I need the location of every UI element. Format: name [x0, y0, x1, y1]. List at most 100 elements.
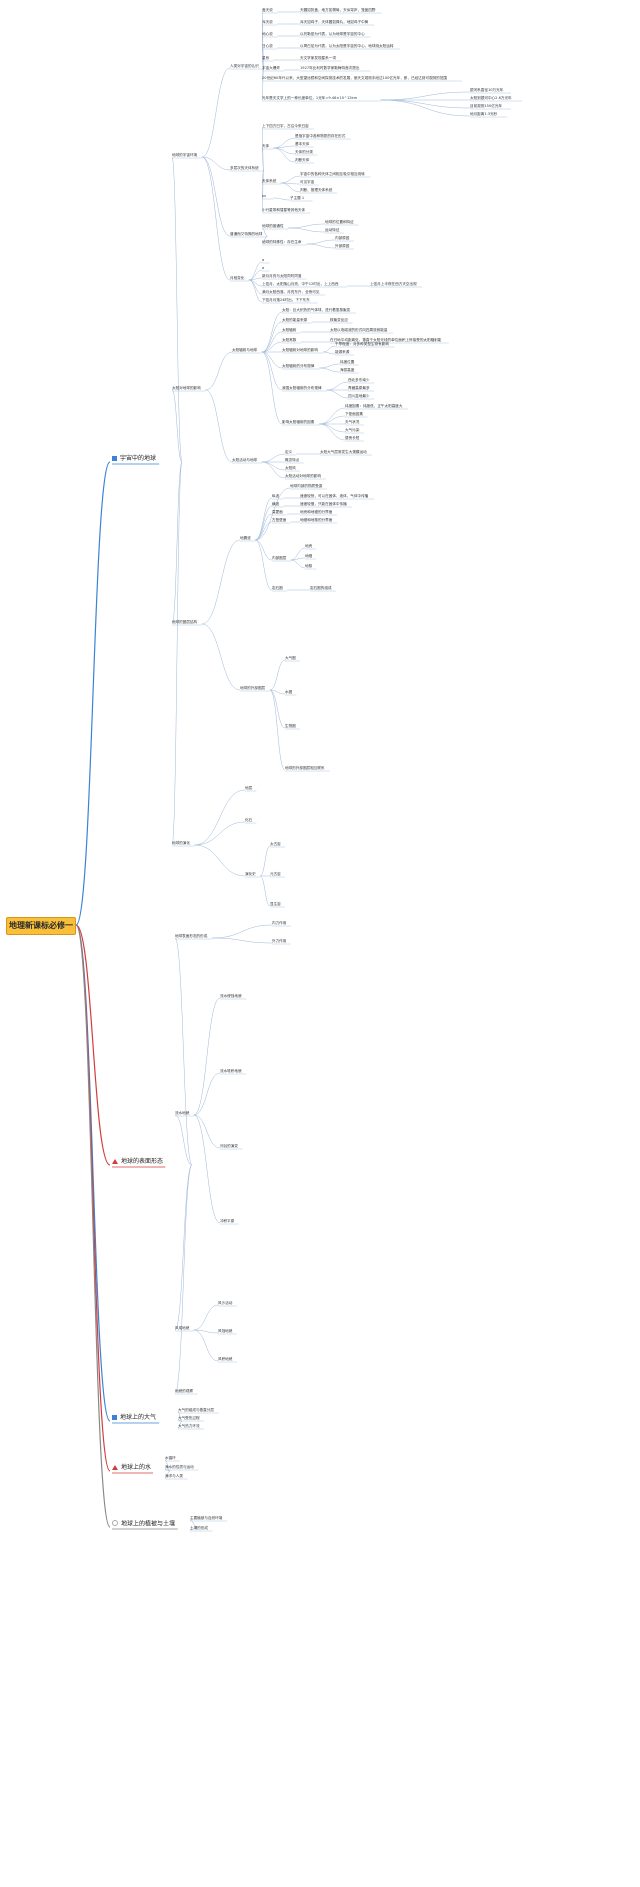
branch-4[interactable]: 地球上的水	[112, 1464, 151, 1472]
node-c1[interactable]: 大气的组成与垂直分层	[178, 1408, 214, 1412]
node-a3-1[interactable]: 地震波	[240, 536, 251, 540]
node-a2-1-3[interactable]: 太阳辐射	[282, 328, 297, 332]
node-a3-8a[interactable]: 大气圈	[285, 656, 296, 660]
branch-2[interactable]: 地球的表面形态	[112, 1158, 163, 1166]
node-a3-8[interactable]: 地球的外部圈层	[240, 686, 266, 690]
node-a1-1-3[interactable]: 地心说	[262, 32, 273, 36]
node-a4-3a[interactable]: 太古宙	[270, 842, 281, 846]
node-b2-2[interactable]: 流水堆积地貌	[220, 1069, 242, 1073]
node-a3-1a[interactable]: 地球内部的物质受激	[290, 484, 323, 488]
node-c2[interactable]: 大气受热过程	[178, 1416, 200, 1420]
node-a2-1-6a[interactable]: 纬度位置	[340, 360, 355, 364]
node-a1-1-3a[interactable]: 以托勒密为代表，认为地球是宇宙的中心	[300, 32, 365, 36]
node-a1-1-2a[interactable]: 浑天如鸡子，天体圆如弹丸，地如鸡子中黄	[300, 20, 369, 24]
node-a1-1-5a[interactable]: 天文学家发现星系一词	[300, 56, 336, 60]
node-a3-2[interactable]: 纵波	[272, 494, 280, 498]
node-b2-3[interactable]: 河谷的演变	[220, 1144, 238, 1148]
node-a1-2-2c[interactable]: 天体的分类	[295, 150, 313, 154]
node-a2-1-4[interactable]: 太阳常数	[282, 338, 297, 342]
node-a2[interactable]: 太阳对地球的影响	[172, 386, 201, 390]
branch-5[interactable]: 地球上的植被与土壤	[112, 1520, 175, 1529]
node-a2-2-2[interactable]: 概念特点	[285, 458, 300, 462]
node-a2-1-6[interactable]: 太阳辐射的分布规律	[282, 364, 315, 368]
node-a2-1-6b[interactable]: 海拔高度	[340, 368, 355, 372]
node-a1-4-1[interactable]: a	[262, 258, 265, 262]
node-a1-4-6[interactable]: 下弦月月落24时出，下下东东	[262, 298, 310, 302]
node-b4[interactable]: 地貌的观察	[175, 1389, 193, 1393]
node-a2-1-8[interactable]: 影响太阳辐射的因素	[282, 420, 315, 424]
node-a1-2-2a[interactable]: 是指宇宙中各种物质的存在形式	[295, 134, 346, 138]
node-a2-1-8a[interactable]: 纬度因素：纬度低，正午太阳高度大	[345, 404, 403, 408]
node-a1-1-5[interactable]: 星系	[262, 56, 270, 60]
node-a2-2-1[interactable]: 定义	[285, 450, 293, 454]
node-a4-3b[interactable]: 元古宙	[270, 872, 281, 876]
node-a1-1-8b[interactable]: 太阳到银河中心2.6万光年	[470, 96, 512, 100]
node-a2-1-7b[interactable]: 青藏高原最多	[348, 386, 370, 390]
node-a1-4-3[interactable]: 新月月亮与太阳同时同落	[262, 274, 302, 278]
node-c3[interactable]: 大气热力环流	[178, 1424, 200, 1428]
node-a1-2-4a[interactable]: 子主题 1	[290, 196, 305, 200]
node-a2-1-2[interactable]: 太阳的能量来源	[282, 318, 308, 322]
node-a1-1[interactable]: 人类对宇宙的认识	[230, 64, 259, 68]
node-b3-3[interactable]: 风积地貌	[218, 1357, 233, 1361]
node-a1-3-1b[interactable]: 运动特征	[325, 228, 340, 232]
node-d3[interactable]: 海洋与人类	[165, 1474, 183, 1478]
node-a3-7[interactable]: 岩石圈	[272, 586, 283, 590]
node-a3-6c[interactable]: 地核	[305, 564, 313, 568]
node-a4-2[interactable]: 化石	[245, 818, 253, 822]
node-b1[interactable]: 地球表面形态的形成	[175, 934, 208, 938]
node-a1-1-2[interactable]: 浑天说	[262, 20, 273, 24]
node-a1-1-4[interactable]: 日心说	[262, 44, 273, 48]
node-a2-2-4[interactable]: 太阳活动对地球的影响	[285, 474, 321, 478]
node-b3-1[interactable]: 风沙活动	[218, 1301, 233, 1305]
branch-3[interactable]: 地球上的大气	[112, 1414, 156, 1422]
node-a1-1-6[interactable]: 宇宙大爆炸	[262, 66, 280, 70]
node-a1-4-2[interactable]: a	[262, 266, 265, 270]
node-a1-1-1[interactable]: 盖天说	[262, 8, 273, 12]
node-a3-3a[interactable]: 速度较慢，只能在固体中传播	[300, 502, 347, 506]
node-a3-2a[interactable]: 速度较快，可以在固体、液体、气体中传播	[300, 494, 369, 498]
node-a1-2-3b[interactable]: 可见宇宙	[300, 180, 315, 184]
node-b1-2[interactable]: 外力作用	[272, 939, 287, 943]
node-a1-2-3a[interactable]: 宇宙中的各种天体之间相互吸引相互绕转	[300, 172, 365, 176]
node-a2-2-1a[interactable]: 太阳大气层常发生大规模运动	[320, 450, 367, 454]
node-a2-1-7[interactable]: 我国太阳辐射的分布规律	[282, 386, 322, 390]
node-a2-1[interactable]: 太阳辐射与地球	[232, 348, 258, 352]
node-a3-8b[interactable]: 水圈	[285, 690, 293, 694]
node-b2-4[interactable]: 冲积平原	[220, 1219, 235, 1223]
node-a2-1-8e[interactable]: 昼夜长短	[345, 436, 360, 440]
node-a1-1-4a[interactable]: 以哥白尼为代表，认为太阳是宇宙的中心，地球绕太阳运转	[300, 44, 394, 48]
node-a1-2-2b[interactable]: 基本天体	[295, 142, 310, 146]
node-a1-2-3c[interactable]: 判断、推理天体系统	[300, 188, 333, 192]
node-a4-3[interactable]: 演化史	[245, 872, 256, 876]
node-a1-3-2b[interactable]: 外部原因	[335, 244, 350, 248]
node-a2-1-3a[interactable]: 太阳以电磁波的形式向四周放射能量	[330, 328, 388, 332]
node-a3-3[interactable]: 横波	[272, 502, 280, 506]
node-a2-1-5[interactable]: 太阳辐射对地球的影响	[282, 348, 318, 352]
node-b2-1[interactable]: 流水侵蚀地貌	[220, 994, 242, 998]
node-a3-6a[interactable]: 地壳	[305, 544, 313, 548]
node-a1-2-2[interactable]: 天体	[262, 144, 270, 148]
node-a2-1-5b[interactable]: 能源来源	[335, 350, 350, 354]
node-a1-2-1[interactable]: 上下四方曰宇，古往今来曰宙	[262, 124, 309, 128]
node-d2[interactable]: 海水的性质与运动	[165, 1465, 194, 1469]
node-a2-2[interactable]: 太阳活动与地球	[232, 458, 258, 462]
node-a1-4-4[interactable]: 上弦月，太阳落山月亮，中午12时出，上上西西	[262, 282, 339, 286]
node-a2-1-1[interactable]: 太阳：巨大炽热的气体球，进行着氢核聚变	[282, 308, 351, 312]
node-a2-1-2a[interactable]: 核聚变反应	[330, 318, 348, 322]
node-a2-1-8b[interactable]: 下垫面因素	[345, 412, 363, 416]
node-a2-1-7c[interactable]: 四川盆地最少	[348, 394, 370, 398]
node-a1-3-1a[interactable]: 地球的位置和特征	[325, 220, 354, 224]
node-a1-3-1[interactable]: 地球的普通性	[262, 224, 284, 228]
node-a1-2-4[interactable]: vs	[262, 194, 266, 198]
node-a1-1-8d[interactable]: 地月距离1.3光秒	[470, 112, 498, 116]
node-a1-4-5[interactable]: 满月太阳西落，月亮东升，全夜可见	[262, 290, 320, 294]
node-a1-3-2a[interactable]: 内部原因	[335, 236, 350, 240]
node-a3-5a[interactable]: 地幔和地核的分界面	[300, 518, 333, 522]
node-a3-9[interactable]: 地球的外部圈层相互联系	[285, 766, 325, 770]
node-a3-8c[interactable]: 生物圈	[285, 724, 296, 728]
node-a1-1-8[interactable]: 光年是天文学上的一种长度单位，1光年=9.46×10^12km	[262, 96, 358, 100]
root-node[interactable]: 地理新课标必修一	[6, 917, 76, 935]
node-a1-3[interactable]: 普通而又特殊的地球	[230, 232, 263, 236]
node-a1-1-1a[interactable]: 天圆如张盖，地方如棋局，天似穹庐，笼盖四野	[300, 8, 376, 12]
